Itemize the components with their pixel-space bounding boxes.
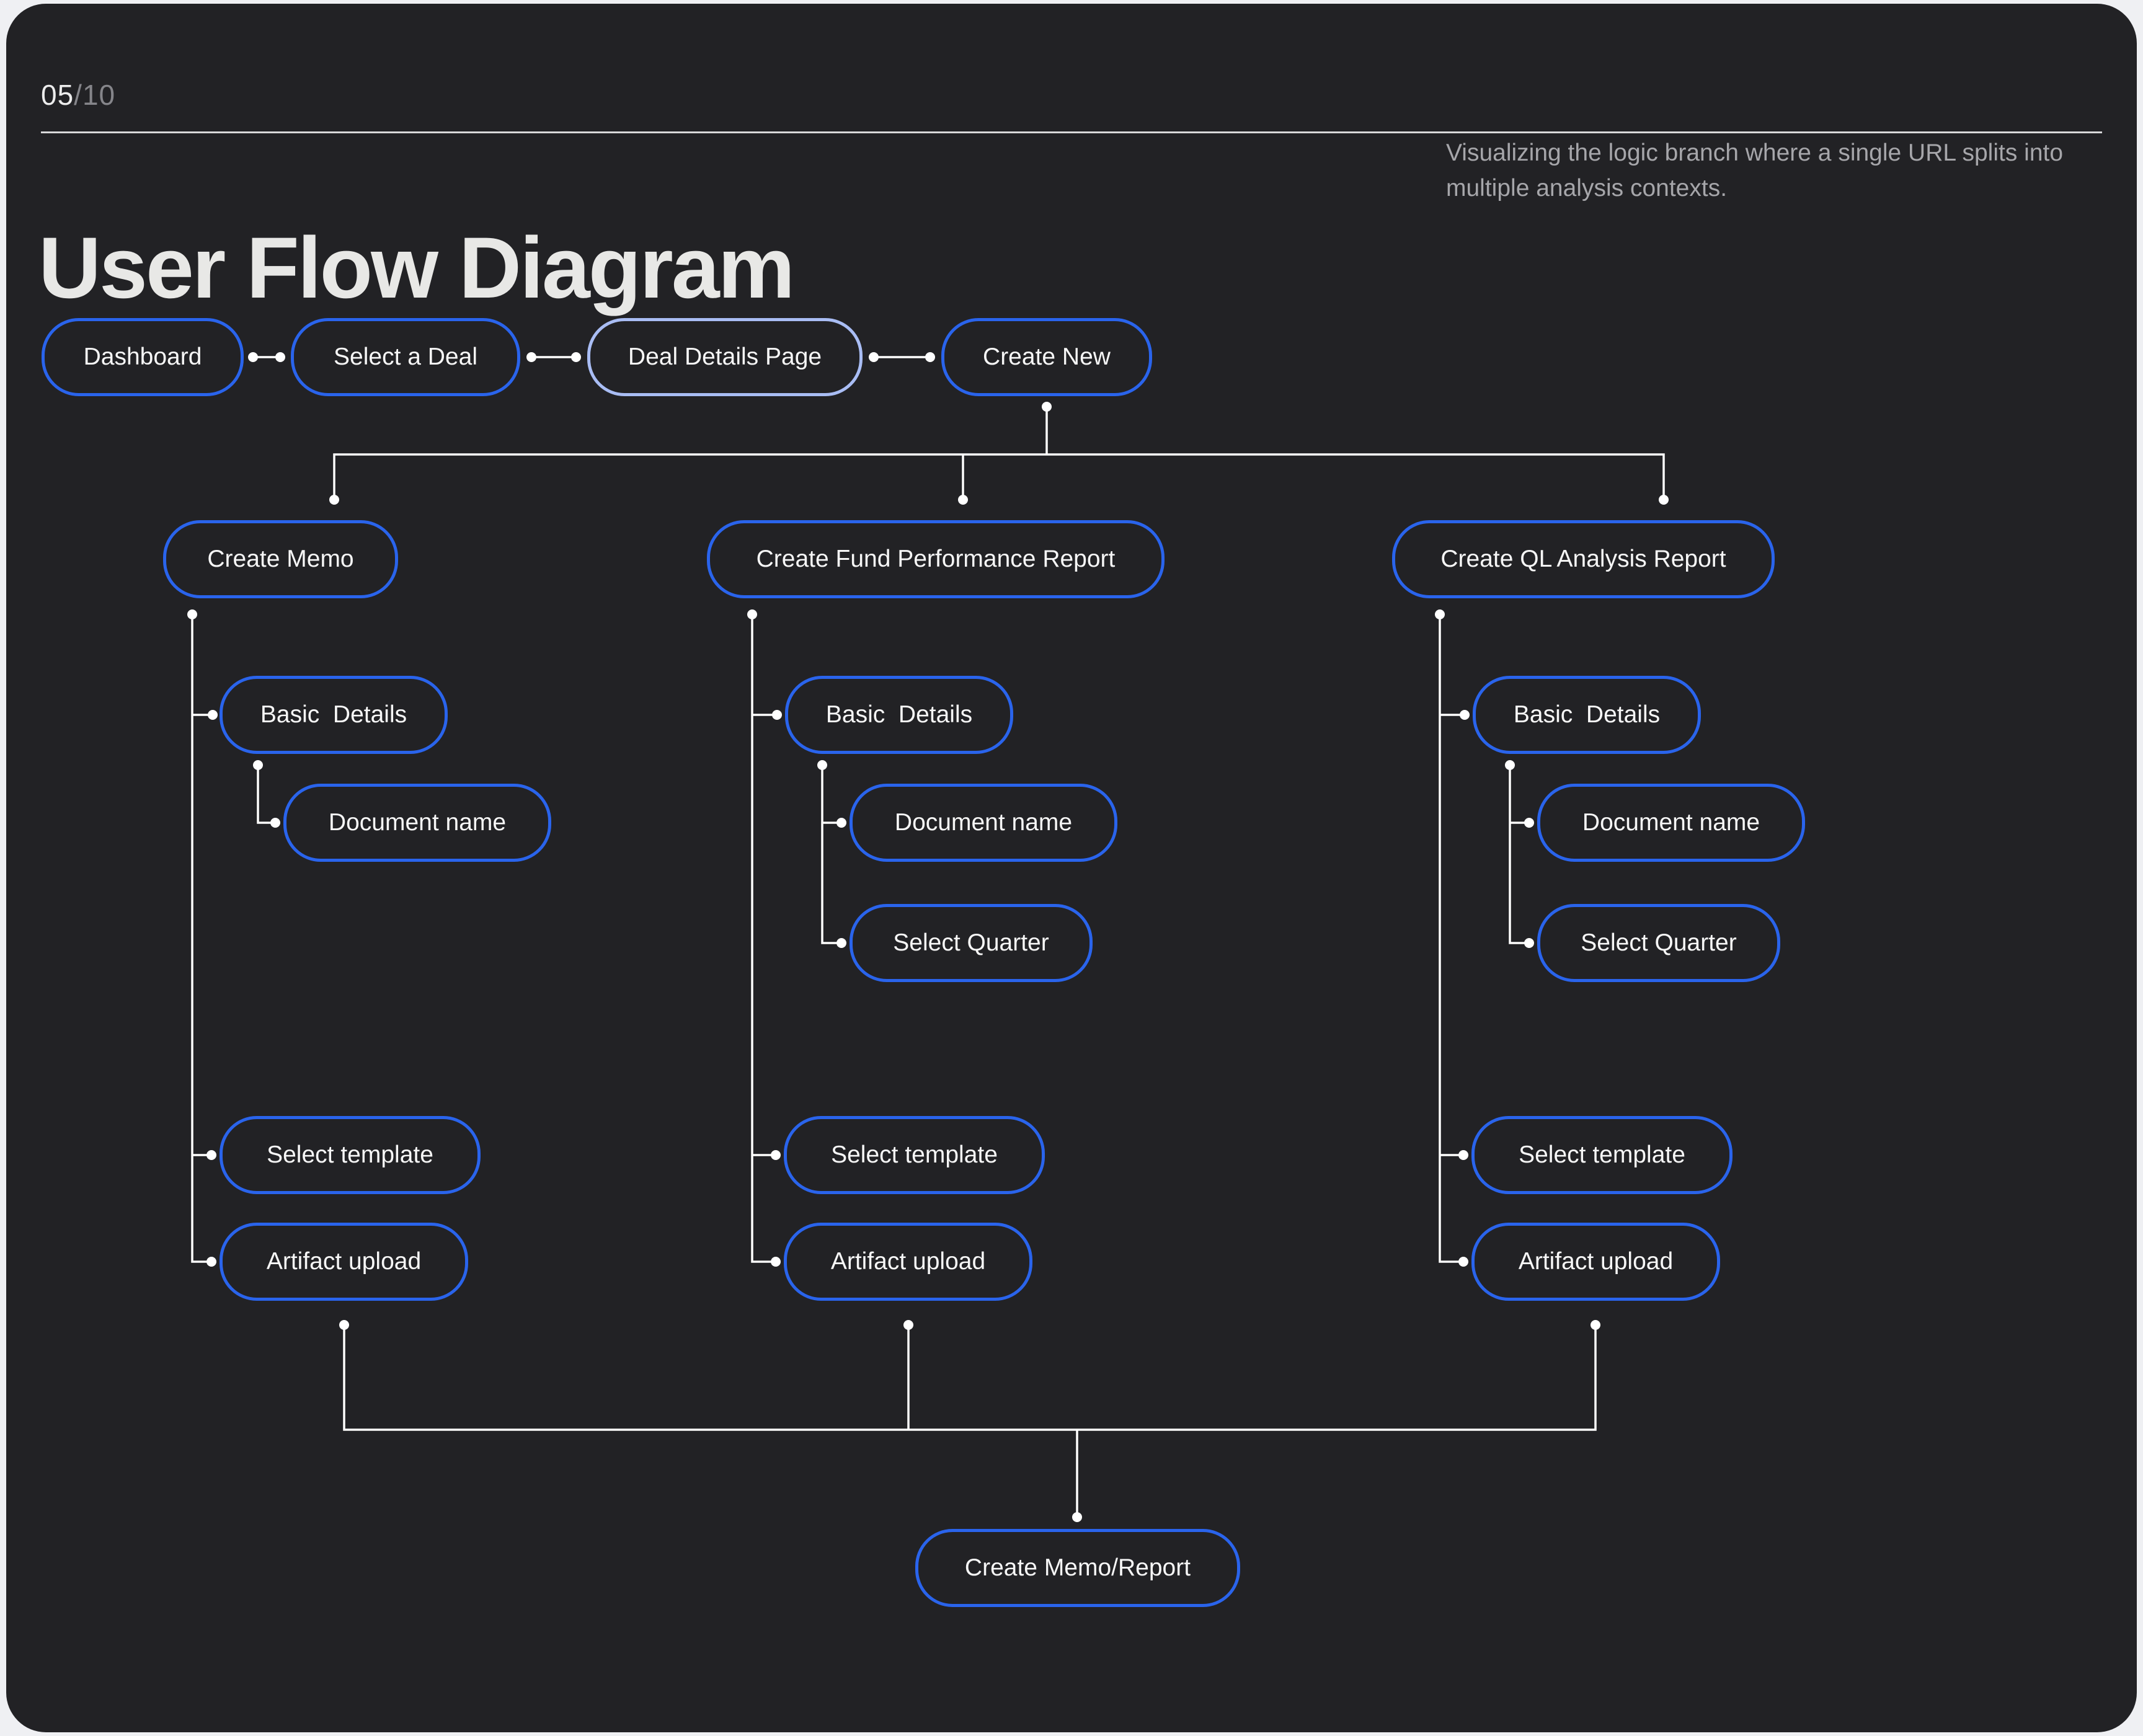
connector-dot bbox=[1458, 1150, 1468, 1160]
node-select-quarter-fund: Select Quarter bbox=[850, 904, 1093, 982]
connector-dot bbox=[1591, 1320, 1600, 1330]
connector-dot bbox=[958, 495, 968, 505]
connector-dot bbox=[903, 1320, 913, 1330]
connector-dot bbox=[1072, 1512, 1082, 1522]
connector-dot bbox=[1659, 495, 1669, 505]
connector-dot bbox=[206, 1257, 216, 1267]
connector-dot bbox=[771, 1150, 781, 1160]
connector-dot bbox=[526, 352, 536, 362]
connector-dot bbox=[329, 495, 339, 505]
connector-dot bbox=[339, 1320, 349, 1330]
node-artifact-upload-ql: Artifact upload bbox=[1471, 1223, 1720, 1301]
node-create-memo-report: Create Memo/Report bbox=[915, 1529, 1240, 1607]
page-title: User Flow Diagram bbox=[38, 219, 795, 316]
header-divider-line bbox=[41, 131, 2102, 133]
node-basic-details-memo: Basic Details bbox=[220, 676, 448, 754]
node-create-fund-performance-report: Create Fund Performance Report bbox=[707, 520, 1165, 598]
connector-dot bbox=[270, 818, 280, 828]
node-select-a-deal: Select a Deal bbox=[291, 318, 520, 396]
connector-dot bbox=[571, 352, 581, 362]
connector-line bbox=[751, 614, 776, 1263]
node-create-memo: Create Memo bbox=[163, 520, 398, 598]
node-artifact-upload-memo: Artifact upload bbox=[220, 1223, 468, 1301]
connector-line bbox=[343, 1325, 1597, 1431]
page-indicator: 05/10 bbox=[41, 78, 115, 112]
connector-dot bbox=[771, 1257, 781, 1267]
connector-line bbox=[333, 453, 1665, 497]
page-number: 05 bbox=[41, 79, 74, 111]
connector-dot bbox=[275, 352, 285, 362]
node-document-name-memo: Document name bbox=[283, 784, 551, 862]
connector-dot bbox=[836, 818, 846, 828]
connector-dot bbox=[817, 760, 827, 770]
node-select-template-memo: Select template bbox=[220, 1116, 481, 1194]
node-deal-details-page: Deal Details Page bbox=[587, 318, 863, 396]
connector-dot bbox=[869, 352, 879, 362]
connector-dot bbox=[1460, 710, 1470, 720]
connector-dot bbox=[206, 1150, 216, 1160]
connector-dot bbox=[248, 352, 258, 362]
connector-line bbox=[1509, 765, 1529, 944]
connector-dot bbox=[1505, 760, 1515, 770]
page-total: /10 bbox=[74, 79, 116, 111]
node-artifact-upload-fund: Artifact upload bbox=[784, 1223, 1032, 1301]
connector-dot bbox=[772, 710, 782, 720]
connector-line bbox=[1439, 614, 1463, 1263]
connector-dot bbox=[1435, 609, 1445, 619]
connector-dot bbox=[253, 760, 263, 770]
node-create-new: Create New bbox=[941, 318, 1152, 396]
connector-dot bbox=[187, 609, 197, 619]
node-create-ql-analysis-report: Create QL Analysis Report bbox=[1392, 520, 1775, 598]
subtitle-line-2: multiple analysis contexts. bbox=[1446, 175, 1728, 202]
subtitle-line-1: Visualizing the logic branch where a sin… bbox=[1446, 140, 2064, 166]
node-select-quarter-ql: Select Quarter bbox=[1537, 904, 1780, 982]
node-select-template-fund: Select template bbox=[784, 1116, 1045, 1194]
connector-dot bbox=[1458, 1257, 1468, 1267]
connector-dot bbox=[747, 609, 757, 619]
connector-line bbox=[257, 765, 275, 824]
page-subtitle: Visualizing the logic branch where a sin… bbox=[1446, 135, 2103, 206]
connector-dot bbox=[836, 938, 846, 948]
node-document-name-ql: Document name bbox=[1537, 784, 1805, 862]
connector-dot bbox=[1524, 818, 1534, 828]
connector-line bbox=[191, 614, 211, 1263]
connector-line bbox=[821, 765, 841, 944]
node-basic-details-ql: Basic Details bbox=[1473, 676, 1701, 754]
connector-dot bbox=[1524, 938, 1534, 948]
node-basic-details-fund: Basic Details bbox=[785, 676, 1013, 754]
node-document-name-fund: Document name bbox=[850, 784, 1117, 862]
connector-layer bbox=[187, 352, 1669, 1522]
node-dashboard: Dashboard bbox=[42, 318, 244, 396]
connector-dot bbox=[925, 352, 935, 362]
slide-card: 05/10 User Flow Diagram Visualizing the … bbox=[6, 4, 2137, 1732]
connector-dot bbox=[208, 710, 218, 720]
connector-dot bbox=[1042, 402, 1052, 412]
node-select-template-ql: Select template bbox=[1471, 1116, 1733, 1194]
